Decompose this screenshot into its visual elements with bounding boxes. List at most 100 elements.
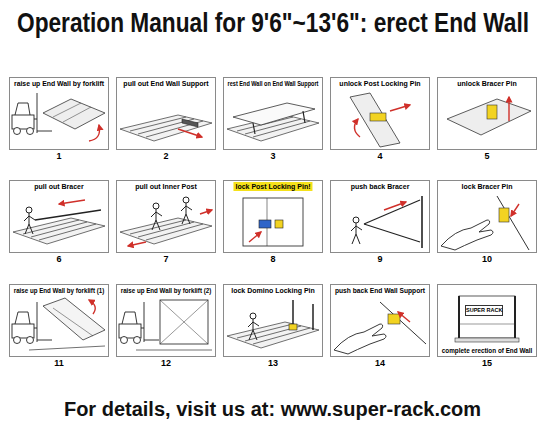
- step-caption: push back Bracer: [349, 182, 412, 191]
- drawing-part: [259, 220, 271, 228]
- placard-label: SUPER RACK: [465, 305, 503, 316]
- step-panel: complete erection of End Wall15: [437, 284, 537, 357]
- drawing-part: [160, 300, 208, 344]
- step-panel: raise up End Wall by forklift1: [9, 77, 109, 150]
- drawing-part: [508, 97, 509, 121]
- drawing-part: [233, 103, 315, 125]
- drawing-part: [136, 350, 212, 351]
- drawing-part: [120, 218, 212, 244]
- step-panel: unlock Bracer Pin5: [437, 77, 537, 150]
- drawing-part: [384, 202, 406, 210]
- drawing-part: [43, 99, 105, 129]
- drawing-part: [398, 312, 410, 322]
- drawing-part: [441, 220, 493, 250]
- drawing-part: [303, 111, 305, 123]
- drawing-part: [292, 300, 294, 326]
- drawing-part: [178, 129, 202, 137]
- drawing-part: [89, 300, 95, 314]
- drawing-part: [182, 119, 198, 127]
- drawing-part: [200, 210, 212, 214]
- drawing-part: [351, 217, 362, 244]
- step-number: 14: [331, 358, 429, 368]
- step-caption: lock Bracer Pin: [460, 182, 515, 191]
- drawing-part: [514, 296, 516, 340]
- step-caption: pull out End Wall Support: [121, 79, 210, 88]
- step-caption: push back End Wall Support: [333, 286, 427, 295]
- step-number: 10: [438, 254, 536, 264]
- drawing-part: [289, 324, 297, 330]
- step-caption: unlock Post Locking Pin: [337, 79, 422, 88]
- step-art: [455, 296, 519, 342]
- drawing-part: [388, 314, 400, 324]
- drawing-part: [354, 119, 360, 137]
- step-caption: complete erection of End Wall: [440, 346, 534, 355]
- drawing-part: [151, 203, 162, 230]
- step-panel: pull out Bracer6: [9, 180, 109, 253]
- drawing-part: [227, 322, 319, 348]
- drawing-part: [312, 304, 314, 330]
- step-art: [351, 196, 422, 248]
- drawing-part: [421, 196, 423, 248]
- step-number: 3: [224, 151, 322, 161]
- step-caption: raise up End Wall by forklift (2): [119, 286, 213, 295]
- step-caption: pull out Inner Post: [133, 182, 198, 191]
- drawing-part: [248, 313, 259, 340]
- drawing-part: [243, 198, 303, 246]
- drawing-part: [487, 105, 497, 119]
- drawing-part: [35, 210, 101, 220]
- step-panel: unlock Post Locking Pin4: [330, 77, 430, 150]
- step-panel: lock Post Locking Pin!8: [223, 180, 323, 253]
- step-number: 2: [117, 151, 215, 161]
- drawing-part: [364, 200, 420, 224]
- step-art: [441, 196, 529, 250]
- drawing-part: [160, 300, 208, 344]
- step-number: 15: [438, 358, 536, 368]
- drawing-part: [181, 197, 192, 224]
- step-number: 4: [331, 151, 429, 161]
- step-art: [12, 298, 105, 350]
- drawing-part: [380, 302, 426, 344]
- step-art: [243, 198, 303, 246]
- drawing-part: [455, 338, 519, 342]
- step-panel: raise up End Wall by forklift (2)12: [116, 284, 216, 357]
- step-number: 9: [331, 254, 429, 264]
- step-panel: pull out End Wall Support2: [116, 77, 216, 150]
- step-panel: push back Bracer9: [330, 180, 430, 253]
- step-caption: pull out Bracer: [32, 182, 85, 191]
- drawing-part: [53, 308, 93, 336]
- drawing-part: [160, 300, 208, 344]
- drawing-part: [499, 208, 509, 222]
- drawing-part: [511, 204, 519, 216]
- step-art: [334, 302, 426, 354]
- step-art: [447, 97, 531, 135]
- step-number: 5: [438, 151, 536, 161]
- step-art: [227, 300, 319, 348]
- step-number: 7: [117, 254, 215, 264]
- step-panel: push back End Wall Support14: [330, 284, 430, 357]
- drawing-part: [13, 218, 105, 244]
- drawing-part: [364, 224, 420, 242]
- drawing-part: [119, 302, 159, 344]
- step-number: 6: [10, 254, 108, 264]
- drawing-part: [24, 207, 35, 234]
- step-art: [119, 300, 212, 350]
- drawing-part: [128, 242, 146, 246]
- drawing-part: [275, 220, 283, 228]
- drawing-part: [390, 105, 410, 111]
- step-number: 11: [10, 358, 108, 368]
- step-caption: raise up End Wall by forklift (1): [12, 286, 106, 295]
- drawing-part: [29, 346, 105, 350]
- drawing-part: [459, 324, 515, 325]
- drawing-part: [89, 125, 100, 141]
- drawing-part: [459, 296, 515, 338]
- drawing-part: [458, 296, 460, 340]
- step-art: [350, 93, 410, 147]
- step-caption: unlock Bracer Pin: [455, 79, 519, 88]
- step-caption: lock Domino Locking Pin: [229, 286, 317, 295]
- drawing-part: [334, 324, 386, 354]
- step-art: [12, 93, 105, 141]
- drawing-part: [350, 93, 400, 147]
- drawing-part: [63, 107, 91, 122]
